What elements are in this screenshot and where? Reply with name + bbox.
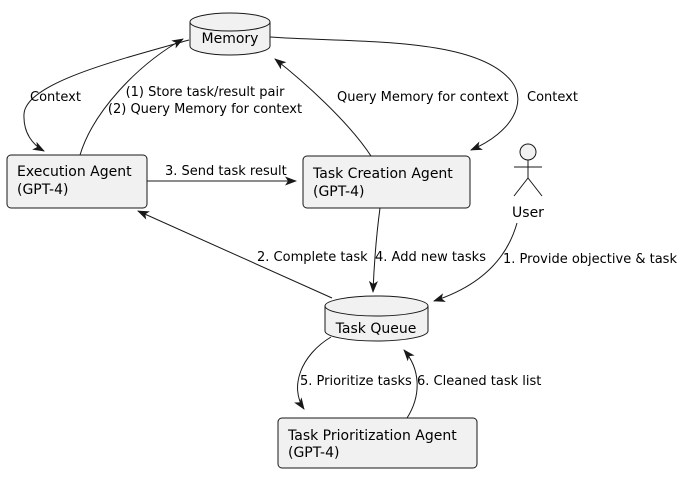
node-task-queue: Task Queue	[324, 295, 429, 342]
edge-prioritization-to-queue	[403, 349, 418, 419]
memory-cylinder-top-arc	[189, 21, 271, 32]
task-queue-label: Task Queue	[335, 321, 417, 337]
edge-creation-to-memory	[274, 58, 372, 157]
label-context-right: Context	[527, 90, 578, 105]
edge-queue-to-prioritization	[294, 336, 332, 410]
user-body-icon	[513, 160, 543, 197]
user-label: User	[512, 205, 544, 221]
label-context-left: Context	[30, 90, 81, 105]
edge-creation-to-queue	[368, 207, 381, 293]
node-execution-agent: Execution Agent (GPT-4)	[6, 154, 148, 209]
label-provide-objective-task: 1. Provide objective & task	[503, 252, 677, 267]
task-creation-agent-box	[302, 155, 471, 209]
task-prioritization-agent-label-line1: Task Prioritization Agent	[287, 428, 457, 444]
label-send-task-result: 3. Send task result	[165, 164, 287, 179]
task-creation-agent-label-line1: Task Creation Agent	[312, 166, 453, 182]
node-memory: Memory	[189, 12, 271, 56]
task-prioritization-agent-label-line2: (GPT-4)	[288, 445, 339, 461]
label-query-memory-for-context-left: (2) Query Memory for context	[108, 102, 302, 117]
label-prioritize-tasks: 5. Prioritize tasks	[300, 374, 412, 389]
label-query-memory-for-context-right: Query Memory for context	[337, 90, 509, 105]
execution-agent-label-line2: (GPT-4)	[17, 182, 68, 198]
node-task-prioritization-agent: Task Prioritization Agent (GPT-4)	[277, 417, 478, 469]
memory-label: Memory	[202, 31, 259, 47]
label-store-task-result-pair: (1) Store task/result pair	[126, 85, 286, 100]
edge-user-to-queue	[433, 222, 518, 302]
edge-memory-to-execution	[23, 39, 190, 152]
task-creation-agent-label-line2: (GPT-4)	[313, 184, 364, 200]
task-prioritization-agent-box	[277, 417, 478, 469]
label-add-new-tasks: 4. Add new tasks	[375, 250, 486, 265]
execution-agent-box	[6, 154, 148, 209]
edge-queue-to-execution	[137, 210, 333, 299]
label-complete-task: 2. Complete task	[257, 250, 368, 265]
execution-agent-label-line1: Execution Agent	[17, 164, 132, 180]
node-user-actor: User	[512, 143, 544, 221]
task-queue-cylinder-top-arc	[324, 305, 429, 317]
user-head-icon	[519, 143, 537, 161]
task-queue-cylinder-shape	[324, 295, 429, 342]
edge-execution-to-memory	[79, 38, 184, 156]
label-cleaned-task-list: 6. Cleaned task list	[417, 374, 541, 389]
edge-memory-to-creation	[269, 36, 519, 151]
memory-cylinder-shape	[189, 12, 271, 56]
node-task-creation-agent: Task Creation Agent (GPT-4)	[302, 155, 471, 209]
